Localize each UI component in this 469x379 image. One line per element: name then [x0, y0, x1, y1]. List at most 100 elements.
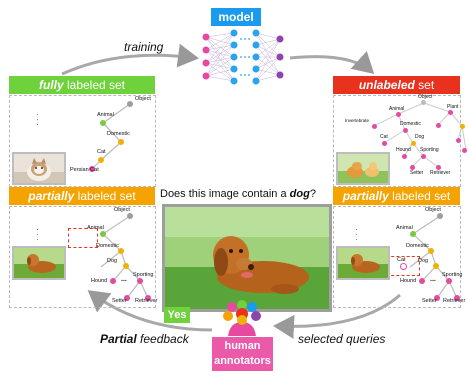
- tree-node: [460, 124, 465, 129]
- fully-labeled-panel: [9, 95, 156, 187]
- tree-label: Retriever: [135, 298, 158, 304]
- tree-node: [127, 101, 133, 107]
- tree-label: Dog: [418, 258, 429, 264]
- tree-node: [127, 213, 133, 219]
- tree-node: [421, 154, 426, 159]
- tree-label: Hound: [400, 278, 417, 284]
- tree-node: [411, 141, 416, 146]
- tree-label: Setter: [410, 170, 424, 176]
- tree-node: [410, 231, 416, 237]
- tree-node: [100, 231, 106, 237]
- partially-labeled-panel-left: [9, 206, 156, 308]
- tree-label: Object: [418, 94, 433, 100]
- feedback-arrow: [87, 290, 213, 332]
- unlabeled-arrow: [289, 51, 375, 75]
- tree-label: Retriever: [443, 298, 466, 304]
- tree-label: Cat: [397, 257, 406, 263]
- training-label: training: [124, 40, 164, 54]
- selected-queries-label: selected queries: [298, 332, 386, 346]
- ellipsis-horizontal: ...: [430, 276, 436, 283]
- tree-node: [446, 278, 452, 284]
- tree-label: Dog: [415, 134, 425, 140]
- tree-node: [403, 128, 408, 133]
- tree-node: [410, 165, 415, 170]
- tree-node: [372, 124, 377, 129]
- model-title: model: [211, 8, 261, 26]
- tree-node: [437, 213, 443, 219]
- tree-node: [396, 112, 401, 117]
- tree-node: [382, 141, 387, 146]
- neural-network-icon: [202, 29, 284, 85]
- tree-label: Domestic: [96, 243, 119, 249]
- tree-label: Object: [135, 96, 151, 102]
- ellipsis-vertical: ···: [36, 224, 39, 244]
- tree-node: [456, 138, 461, 143]
- tree-label: Domestic: [400, 121, 421, 127]
- unlabeled-title: unlabeled set: [333, 76, 460, 94]
- tree-label: Sporting: [420, 147, 439, 153]
- tree-node: [428, 248, 434, 254]
- ellipsis-vertical: ···: [355, 224, 358, 244]
- tree-label: Hound: [91, 278, 108, 284]
- tree-node: [433, 263, 439, 269]
- tree-label: Cat: [97, 149, 106, 155]
- tree-label: Domestic: [406, 243, 429, 249]
- tree-node: [123, 263, 129, 269]
- tree-label: Animal: [97, 112, 114, 118]
- human-annotators-label: human annotators: [212, 337, 273, 371]
- tree-node: [100, 120, 106, 126]
- partially-labeled-title-right: partially labeled set: [333, 187, 460, 205]
- selected-queries-arrow: [273, 293, 401, 339]
- fully-labeled-title: fully labeled set: [9, 76, 155, 94]
- tree-label: Setter: [422, 298, 437, 304]
- tree-node: [436, 123, 441, 128]
- highlight-box-left: [68, 228, 98, 248]
- dog-photo-thumb-left: [12, 246, 66, 280]
- partially-labeled-panel-right: [333, 206, 461, 308]
- tree-label: Retriever: [430, 170, 451, 176]
- tree-label: Animal: [389, 106, 405, 112]
- training-arrow: [61, 43, 199, 76]
- cat-photo: [12, 152, 66, 185]
- tree-label: Hound: [396, 147, 411, 153]
- tree-node: [118, 139, 124, 145]
- tree-node: [462, 148, 467, 153]
- tree-label: Object: [425, 207, 441, 213]
- tree-node: [400, 263, 407, 270]
- partial-feedback-label: Partial feedback: [100, 332, 189, 346]
- ellipsis-horizontal: ...: [121, 276, 127, 283]
- people-icon: [223, 300, 261, 336]
- tree-node: [137, 278, 143, 284]
- tree-label: Setter: [112, 298, 127, 304]
- tree-node: [98, 157, 104, 163]
- tree-node: [89, 166, 95, 172]
- tree-label: Sporting: [133, 272, 154, 278]
- tree-node: [419, 278, 425, 284]
- tree-label: Dog: [107, 258, 118, 264]
- tree-label: Object: [114, 207, 130, 213]
- tree-label: Sporting: [442, 272, 463, 278]
- tree-node: [421, 100, 426, 105]
- tree-node: [145, 295, 151, 301]
- tree-node: [434, 295, 440, 301]
- ellipsis-vertical: ···: [36, 109, 39, 129]
- tree-label: Persian Cat: [70, 167, 99, 173]
- dog-cat-photo: [336, 152, 390, 185]
- tree-node: [402, 154, 407, 159]
- tree-label: Invertebrate: [345, 118, 370, 123]
- yes-badge: Yes: [164, 307, 190, 323]
- tree-node: [448, 110, 453, 115]
- partially-labeled-title-left: partially labeled set: [9, 187, 155, 205]
- tree-node: [436, 165, 441, 170]
- tree-label: Cat: [380, 134, 388, 140]
- tree-label: Domestic: [107, 131, 130, 137]
- tree-node: [118, 248, 124, 254]
- question-text: Does this image contain a dog?: [160, 188, 316, 200]
- tree-node: [110, 278, 116, 284]
- tree-label: Animal: [396, 225, 413, 231]
- tree-label: Plant: [447, 104, 459, 110]
- dog-photo-main: [162, 204, 332, 312]
- dog-photo-thumb-right: [336, 246, 390, 280]
- tree-node: [454, 295, 460, 301]
